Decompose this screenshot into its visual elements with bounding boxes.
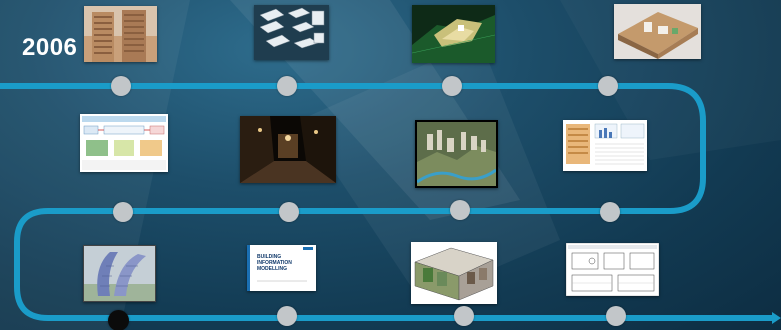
milestone-thumb-8[interactable] (563, 120, 647, 171)
exploded-3d-building-parts-diagram-icon (254, 5, 329, 60)
milestone-node-8[interactable] (600, 202, 620, 222)
milestone-node-4[interactable] (598, 76, 618, 96)
milestone-node-5[interactable] (113, 202, 133, 222)
milestone-node-7[interactable] (450, 200, 470, 220)
timeline-arrowhead (772, 312, 781, 324)
milestone-thumb-11[interactable] (411, 242, 497, 304)
physical-site-model-photo-icon (614, 4, 701, 59)
milestone-thumb-12[interactable] (566, 243, 659, 296)
milestone-node-current[interactable] (108, 310, 129, 330)
timeline-track-path (0, 83, 772, 321)
twin-towers-photo-icon (84, 6, 157, 62)
milestone-node-11[interactable] (454, 306, 474, 326)
cutaway-apartment-model-icon (411, 242, 497, 304)
bim-guide-title-line-3: MODELLING (257, 266, 287, 272)
milestone-thumb-9[interactable] (83, 245, 156, 302)
cad-floor-plan-sheet-icon (566, 243, 659, 296)
milestone-thumb-10[interactable]: BUILDING INFORMATION MODELLING (247, 245, 316, 291)
milestone-thumb-1[interactable] (84, 6, 157, 62)
milestone-node-1[interactable] (111, 76, 131, 96)
bim-guide-cover-icon (247, 245, 316, 291)
aerial-city-model-photo-icon (417, 122, 496, 186)
start-year-label: 2006 (22, 34, 78, 61)
building-analysis-report-sheet-icon (563, 120, 647, 171)
night-rendering-corridor-icon (240, 116, 336, 183)
bim-process-flow-chart-icon (80, 114, 168, 172)
bim-guide-title-line-1: BUILDING (257, 254, 282, 260)
milestone-thumb-7[interactable] (415, 120, 498, 188)
milestone-node-12[interactable] (606, 306, 626, 326)
milestone-thumb-5[interactable] (80, 114, 168, 172)
site-terrain-model-screen-icon (412, 5, 495, 63)
milestone-node-2[interactable] (277, 76, 297, 96)
milestone-node-3[interactable] (442, 76, 462, 96)
bim-guide-title-line-2: INFORMATION (257, 260, 292, 266)
milestone-thumb-2[interactable] (254, 5, 329, 60)
milestone-thumb-6[interactable] (240, 116, 336, 183)
milestone-thumb-3[interactable] (412, 5, 495, 63)
milestone-node-6[interactable] (279, 202, 299, 222)
curved-tower-model-render-icon (84, 246, 155, 301)
milestone-thumb-4[interactable] (614, 4, 701, 59)
milestone-node-10[interactable] (277, 306, 297, 326)
